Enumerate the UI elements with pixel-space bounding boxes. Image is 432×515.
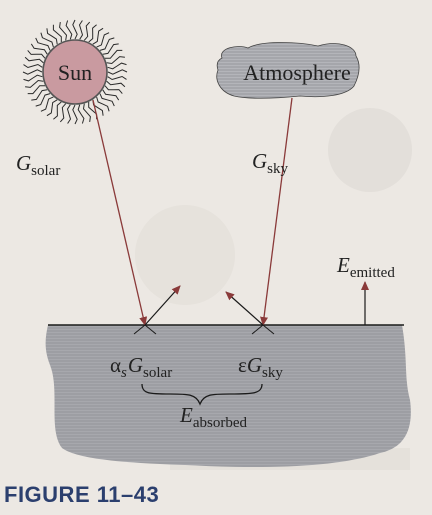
sun-ray [88,24,97,43]
e-absorbed-label: Eabsorbed [179,403,247,431]
sun-ray [82,103,91,122]
solar-incident-arrow [92,99,148,326]
sun-ray [59,103,67,123]
sun-ray [59,22,68,41]
sun-ray [23,74,43,82]
e-emitted-label: Eemitted [336,253,395,281]
solar-reflected-arrow [144,285,181,326]
sun: Sun [22,19,128,125]
sun-ray [105,49,123,59]
g-solar-label: Gsolar [16,151,60,179]
sun-ray [106,56,125,65]
sun-ray [65,20,73,40]
sun-ray [66,104,72,124]
sun-ray [72,19,78,40]
sun-ray [35,37,51,51]
sun-ray [46,99,58,117]
absorbed-solar-label: αsGsolar [110,353,172,381]
sun-ray [25,79,44,88]
figure-label: FIGURE 11–43 [4,482,160,507]
sun-ray [83,21,91,41]
g-sky-label: Gsky [252,149,289,177]
surface [45,324,411,468]
sun-ray [72,104,78,125]
sun-ray [22,69,43,75]
sun-ray [99,93,115,107]
absorbed-sky-label: εGsky [238,353,283,381]
sun-ray [27,50,46,59]
sky-reflected-arrow [225,291,264,326]
sun-ray [23,63,43,69]
sun-rays [22,19,128,125]
sun-ray [107,62,127,70]
sky-incident-arrow [260,97,293,326]
sun-ray [78,20,84,40]
sun-ray [35,93,51,107]
sun-ray [24,56,44,64]
sun-ray [77,104,85,124]
sun-disc [42,39,108,105]
sun-ray [92,27,104,45]
absorbed-brace [141,383,263,406]
sun-ray [40,96,54,112]
sun-label: Sun [58,60,92,85]
sun-ray [102,89,120,101]
absorption-marks [133,324,275,335]
sun-ray [31,89,48,101]
sun-ray [30,43,48,55]
sun-ray [107,75,127,81]
sun-ray [46,28,58,45]
sun-ray [52,24,62,42]
sun-ray [40,32,54,48]
sun-ray [106,80,126,88]
sun-ray [27,85,45,95]
sun-ray [99,37,115,51]
sun-ray [96,96,110,112]
sun-ray [104,85,123,94]
atmosphere-cloud: Atmosphere [216,42,360,99]
atmosphere-label: Atmosphere [243,60,351,85]
sun-ray [107,69,128,75]
sun-ray [53,101,62,120]
sun-ray [102,43,119,55]
sun-ray [96,32,110,48]
